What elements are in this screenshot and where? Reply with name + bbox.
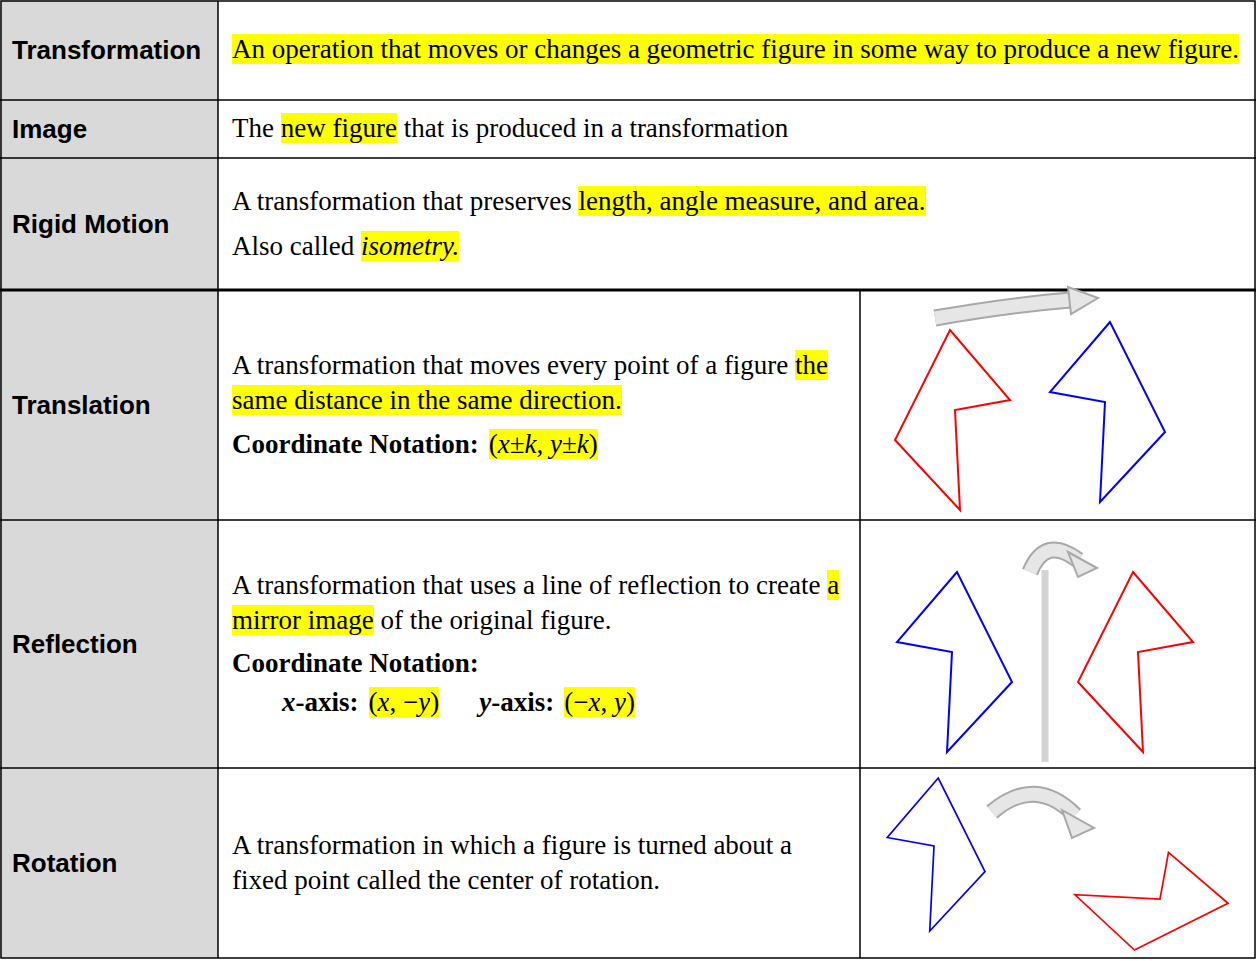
- table-text: An operation that moves or changes a geo…: [232, 32, 1239, 67]
- rotation-figure: [887, 778, 1228, 950]
- table-text: A transformation that uses a line of ref…: [232, 568, 846, 638]
- coordinate-rule: (x±k, y±k): [489, 427, 598, 462]
- definition-cell: An operation that moves or changes a geo…: [218, 0, 1256, 100]
- text-line: Rotation: [12, 848, 210, 879]
- text-line: Rigid Motion: [12, 209, 210, 240]
- table-text: Transformation: [12, 35, 201, 66]
- text-line: A transformation that moves every point …: [232, 348, 846, 418]
- table-text: Coordinate Notation:: [232, 427, 479, 462]
- text-line: Transformation: [12, 35, 210, 66]
- term-cell: Translation: [0, 290, 218, 520]
- table-text: Rigid Motion: [12, 209, 169, 240]
- table-text: Image: [12, 114, 87, 145]
- table-text: y-axis:: [479, 685, 554, 720]
- text-line: Reflection: [12, 629, 210, 660]
- text-line: x-axis: (x, −y) y-axis: (−x, y): [232, 685, 846, 720]
- text-line: A transformation in which a figure is tu…: [232, 828, 846, 898]
- table-text: Reflection: [12, 629, 138, 660]
- definition-cell: A transformation that preserves length, …: [218, 158, 1256, 290]
- coordinate-rule: (−x, y): [564, 685, 635, 720]
- definition-cell: The new figure that is produced in a tra…: [218, 100, 1256, 158]
- text-line: Also called isometry.: [232, 229, 1242, 264]
- table-text: A transformation that moves every point …: [232, 348, 846, 418]
- text-line: The new figure that is produced in a tra…: [232, 111, 1242, 146]
- reflection-figure: [897, 550, 1193, 762]
- table-text: Also called isometry.: [232, 229, 459, 264]
- table-text: The new figure that is produced in a tra…: [232, 111, 788, 146]
- term-cell: Image: [0, 100, 218, 158]
- term-cell: Transformation: [0, 0, 218, 100]
- table-text: A transformation in which a figure is tu…: [232, 828, 846, 898]
- term-cell: Rotation: [0, 768, 218, 958]
- table-text: A transformation that preserves length, …: [232, 184, 926, 219]
- definition-cell: A transformation that uses a line of ref…: [218, 520, 860, 768]
- table-text: Coordinate Notation:: [232, 646, 479, 681]
- text-line: A transformation that uses a line of ref…: [232, 568, 846, 638]
- text-line: A transformation that preserves length, …: [232, 184, 1242, 219]
- definition-cell: A transformation in which a figure is tu…: [218, 768, 860, 958]
- translation-figure: [895, 287, 1165, 510]
- text-line: Image: [12, 114, 210, 145]
- coordinate-rule: (x, −y): [369, 685, 440, 720]
- table-text: x-axis:: [282, 685, 359, 720]
- table-text: Translation: [12, 390, 151, 421]
- text-line: An operation that moves or changes a geo…: [232, 32, 1242, 67]
- term-column-ground: [0, 0, 218, 958]
- table-text: Rotation: [12, 848, 117, 879]
- text-line: Coordinate Notation:: [232, 646, 846, 681]
- text-line: Coordinate Notation: (x±k, y±k): [232, 427, 846, 462]
- text-line: Translation: [12, 390, 210, 421]
- term-cell: Rigid Motion: [0, 158, 218, 290]
- term-cell: Reflection: [0, 520, 218, 768]
- definition-cell: A transformation that moves every point …: [218, 290, 860, 520]
